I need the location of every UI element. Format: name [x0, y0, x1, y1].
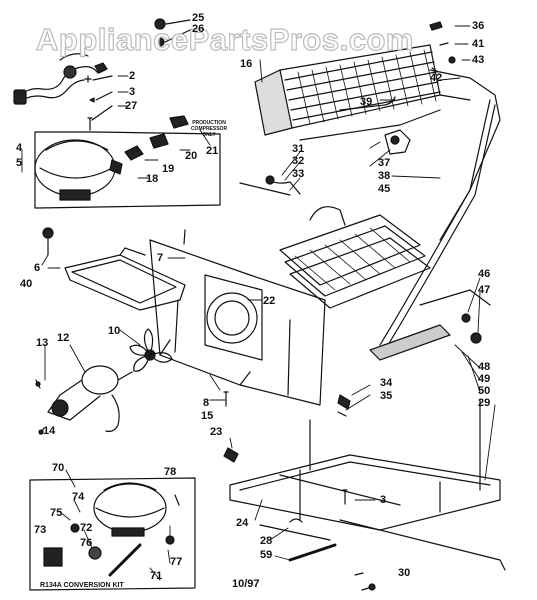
- callout-48[interactable]: 48: [478, 361, 491, 373]
- callout-73[interactable]: 73: [34, 524, 47, 536]
- screws-30: [354, 572, 376, 591]
- bracket-37-38: [384, 129, 411, 155]
- wire-harness-assembly: [13, 53, 108, 105]
- callout-3[interactable]: 3: [129, 86, 136, 98]
- tube-39: [339, 96, 396, 111]
- callout-22[interactable]: 22: [263, 295, 276, 307]
- screw-25-26: [154, 18, 191, 47]
- watermark-text: AppliancePartsPros.com: [35, 21, 414, 57]
- callout-10[interactable]: 10: [108, 325, 121, 337]
- callout-49[interactable]: 49: [478, 373, 491, 385]
- callout-32[interactable]: 32: [292, 155, 305, 167]
- callout-39[interactable]: 39: [360, 96, 373, 108]
- callout-70[interactable]: 70: [52, 462, 65, 474]
- callout-29[interactable]: 29: [478, 397, 491, 409]
- callout-42[interactable]: 42: [430, 72, 443, 84]
- callout-41[interactable]: 41: [472, 38, 485, 50]
- callout-31[interactable]: 31: [292, 143, 305, 155]
- drain-trough-48: [369, 289, 491, 361]
- evaporator-coil: [239, 175, 431, 309]
- bracket-34-35: [337, 394, 351, 417]
- callout-12[interactable]: 12: [57, 332, 70, 344]
- callout-50[interactable]: 50: [478, 385, 491, 397]
- fasteners-36-41-42-43: [429, 21, 456, 73]
- callout-3-base[interactable]: 3: [380, 494, 387, 506]
- callout-28[interactable]: 28: [260, 535, 273, 547]
- screw-15: [223, 391, 229, 407]
- leader-lines: [21, 25, 496, 581]
- conversion-kit-box: [29, 477, 196, 591]
- callout-24[interactable]: 24: [236, 517, 249, 529]
- production-compressor-note: PRODUCTION COMPRESSOR ONLY: [190, 120, 228, 138]
- conversion-kit-label: R134A CONVERSION KIT: [40, 582, 124, 589]
- callout-5[interactable]: 5: [16, 157, 23, 169]
- callout-7[interactable]: 7: [157, 252, 164, 264]
- callout-37[interactable]: 37: [378, 157, 391, 169]
- callout-45[interactable]: 45: [378, 183, 391, 195]
- base-frame-24: [229, 399, 506, 571]
- callout-25[interactable]: 25: [192, 12, 205, 24]
- callout-19[interactable]: 19: [162, 163, 175, 175]
- callout-6[interactable]: 6: [34, 262, 41, 274]
- callout-71[interactable]: 71: [150, 570, 163, 582]
- callout-23[interactable]: 23: [210, 426, 223, 438]
- callout-26[interactable]: 26: [192, 23, 205, 35]
- callout-35[interactable]: 35: [380, 390, 393, 402]
- fitting-46-47: [461, 313, 482, 344]
- callout-30[interactable]: 30: [398, 567, 411, 579]
- heater-59: [288, 543, 337, 562]
- screw-23: [223, 447, 239, 463]
- callout-16[interactable]: 16: [240, 58, 253, 70]
- callout-46[interactable]: 46: [478, 268, 491, 280]
- fan-motor-12: [35, 365, 133, 435]
- fan-blade-10: [129, 328, 173, 372]
- callout-40[interactable]: 40: [20, 278, 33, 290]
- grommet-6: [42, 227, 54, 256]
- callout-15[interactable]: 15: [201, 410, 214, 422]
- callout-78[interactable]: 78: [164, 466, 177, 478]
- callout-18[interactable]: 18: [146, 173, 159, 185]
- callout-27[interactable]: 27: [125, 100, 138, 112]
- callout-2[interactable]: 2: [129, 70, 136, 82]
- callout-47[interactable]: 47: [478, 284, 491, 296]
- condenser-fan-shroud: [149, 229, 326, 406]
- callout-13[interactable]: 13: [36, 337, 49, 349]
- callout-36[interactable]: 36: [472, 20, 485, 32]
- callout-33[interactable]: 33: [292, 168, 305, 180]
- capillary-tube-45: [379, 99, 496, 351]
- screw-3-base: [342, 489, 348, 505]
- callout-76[interactable]: 76: [80, 537, 93, 549]
- callout-4[interactable]: 4: [16, 142, 23, 154]
- callout-20[interactable]: 20: [185, 150, 198, 162]
- callout-38[interactable]: 38: [378, 170, 391, 182]
- callout-59[interactable]: 59: [260, 549, 273, 561]
- callout-77[interactable]: 77: [170, 556, 183, 568]
- date-code: 10/97: [232, 578, 260, 590]
- callout-72[interactable]: 72: [80, 522, 93, 534]
- fasteners-2-3-27: [84, 75, 113, 131]
- callout-43[interactable]: 43: [472, 54, 485, 66]
- callout-75[interactable]: 75: [50, 507, 63, 519]
- drain-pan-40: [64, 247, 186, 311]
- production-compressor-group: [34, 115, 221, 209]
- callout-8[interactable]: 8: [203, 397, 210, 409]
- clip-28: [289, 518, 303, 523]
- callout-21[interactable]: 21: [206, 145, 219, 157]
- callout-14[interactable]: 14: [43, 425, 56, 437]
- callout-74[interactable]: 74: [72, 491, 85, 503]
- callout-34[interactable]: 34: [380, 377, 393, 389]
